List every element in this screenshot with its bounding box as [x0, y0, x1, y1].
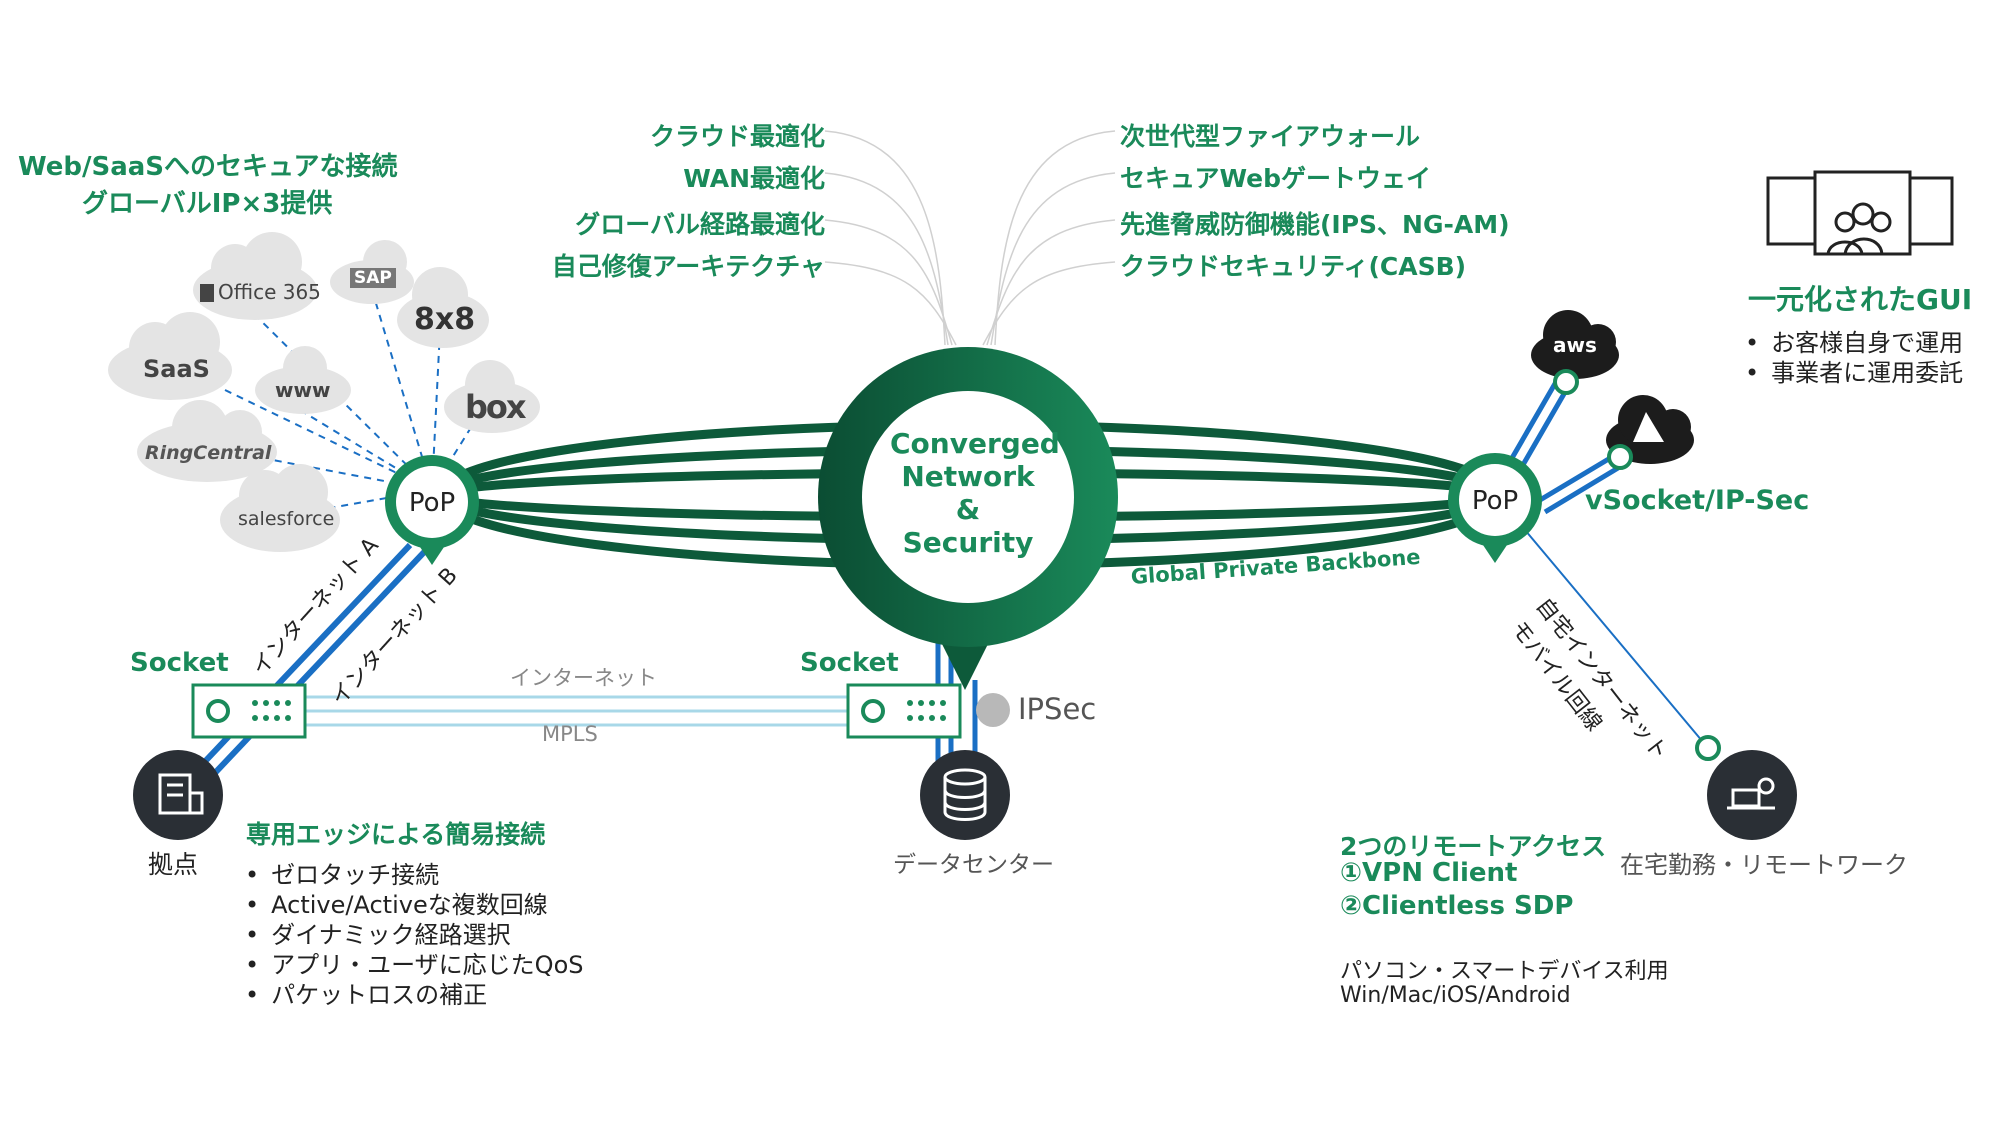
saas-clouds: [108, 232, 540, 552]
network-feature-2: WAN最適化: [683, 164, 825, 193]
core-pin: [818, 347, 1118, 690]
branch-icon: [133, 750, 223, 840]
feature-lines: [824, 130, 1116, 346]
network-feature-4: 自己修復アーキテクチャ: [551, 252, 825, 281]
pop-left-label: PoP: [408, 488, 456, 518]
vsocket-label: vSocket/IP-Sec: [1585, 485, 1810, 516]
socket-left-label: Socket: [130, 648, 229, 678]
site-links: [305, 695, 848, 727]
cloud-box: [444, 360, 540, 433]
box-logo: box: [465, 388, 527, 426]
remote-node: [1695, 735, 1721, 761]
gui-list: お客様自身で運用 事業者に運用委託: [1745, 328, 1963, 388]
datacenter-label: データセンター: [893, 852, 1054, 878]
remote-site-label: 在宅勤務・リモートワーク: [1620, 851, 1908, 879]
pop-right-label: PoP: [1471, 486, 1519, 516]
edge-feature: パケットロスの補正: [245, 980, 583, 1010]
azure-cloud: [1606, 395, 1694, 470]
ipsec-dot: [976, 693, 1010, 727]
edge-title: 専用エッジによる簡易接続: [246, 820, 546, 849]
security-feature-4: クラウドセキュリティ(CASB): [1120, 252, 1467, 281]
ipsec-label: IPSec: [1018, 692, 1097, 726]
device-usage-label: パソコン・スマートデバイス利用: [1340, 959, 1669, 984]
gui-monitor-icon: [1766, 170, 1954, 256]
edge-feature: ゼロタッチ接続: [245, 860, 583, 890]
security-feature-1: 次世代型ファイアウォール: [1120, 122, 1421, 151]
cloud-office365: [193, 232, 317, 320]
security-feature-3: 先進脅威防御機能(IPS、NG-AM): [1120, 210, 1510, 239]
ringcentral-logo: RingCentral: [145, 442, 272, 464]
edge-feature: Active/Activeな複数回線: [245, 890, 583, 920]
pop-right-pin: [1448, 453, 1542, 563]
gui-title: 一元化されたGUI: [1748, 283, 1973, 316]
security-feature-2: セキュアWebゲートウェイ: [1120, 164, 1432, 193]
datacenter-icon: [920, 750, 1010, 840]
clientless-sdp-label: ②Clientless SDP: [1340, 891, 1574, 921]
right-access-lines: [1505, 373, 1620, 515]
sap-logo: SAP: [350, 268, 396, 288]
edge-feature: ダイナミック経路選択: [245, 920, 583, 950]
cloud-www: [255, 346, 351, 414]
socket-dc: [846, 683, 962, 739]
edge-feature: アプリ・ユーザに応じたQoS: [245, 950, 583, 980]
gui-item: 事業者に運用委託: [1745, 358, 1963, 388]
saas-label: SaaS: [143, 355, 210, 383]
cloud-ringcentral: [137, 400, 277, 482]
www-label: www: [275, 378, 331, 402]
cloud-salesforce: [220, 464, 340, 552]
vpn-client-label: ①VPN Client: [1340, 858, 1518, 888]
saas-headline-1: Web/SaaSへのセキュアな接続: [18, 152, 398, 182]
office365-logo: Office 365: [200, 280, 321, 304]
network-feature-1: クラウド最適化: [649, 122, 825, 151]
socket-left: [191, 683, 307, 739]
core-line-1: Converged: [890, 427, 1060, 460]
aws-cloud: [1531, 310, 1619, 395]
remote-line: [1524, 529, 1709, 749]
aws-label: aws: [1553, 333, 1597, 357]
edge-feature-list: ゼロタッチ接続 Active/Activeな複数回線 ダイナミック経路選択 アプ…: [245, 860, 583, 1010]
salesforce-logo: salesforce: [238, 508, 335, 530]
socket-dc-label: Socket: [800, 648, 899, 678]
office-icon: [200, 284, 214, 302]
remote-access-title: 2つのリモートアクセス: [1340, 832, 1607, 861]
core-line-2: Network: [901, 460, 1035, 493]
pop-left-pin: [385, 455, 479, 565]
mpls-link-label: MPLS: [542, 722, 598, 746]
network-feature-3: グローバル経路最適化: [575, 210, 825, 239]
cloud-8x8: [397, 267, 489, 348]
cloud-saas: [108, 312, 232, 400]
gui-item: お客様自身で運用: [1745, 328, 1963, 358]
os-list-label: Win/Mac/iOS/Android: [1340, 983, 1571, 1008]
remote-work-icon: [1707, 750, 1797, 840]
8x8-logo: 8x8: [414, 302, 476, 337]
saas-headline-2: グローバルIP×3提供: [82, 189, 333, 219]
core-line-4: Security: [902, 526, 1034, 559]
core-line-3: &: [955, 493, 981, 526]
branch-label: 拠点: [148, 850, 199, 879]
internet-link-label: インターネット: [510, 666, 657, 690]
